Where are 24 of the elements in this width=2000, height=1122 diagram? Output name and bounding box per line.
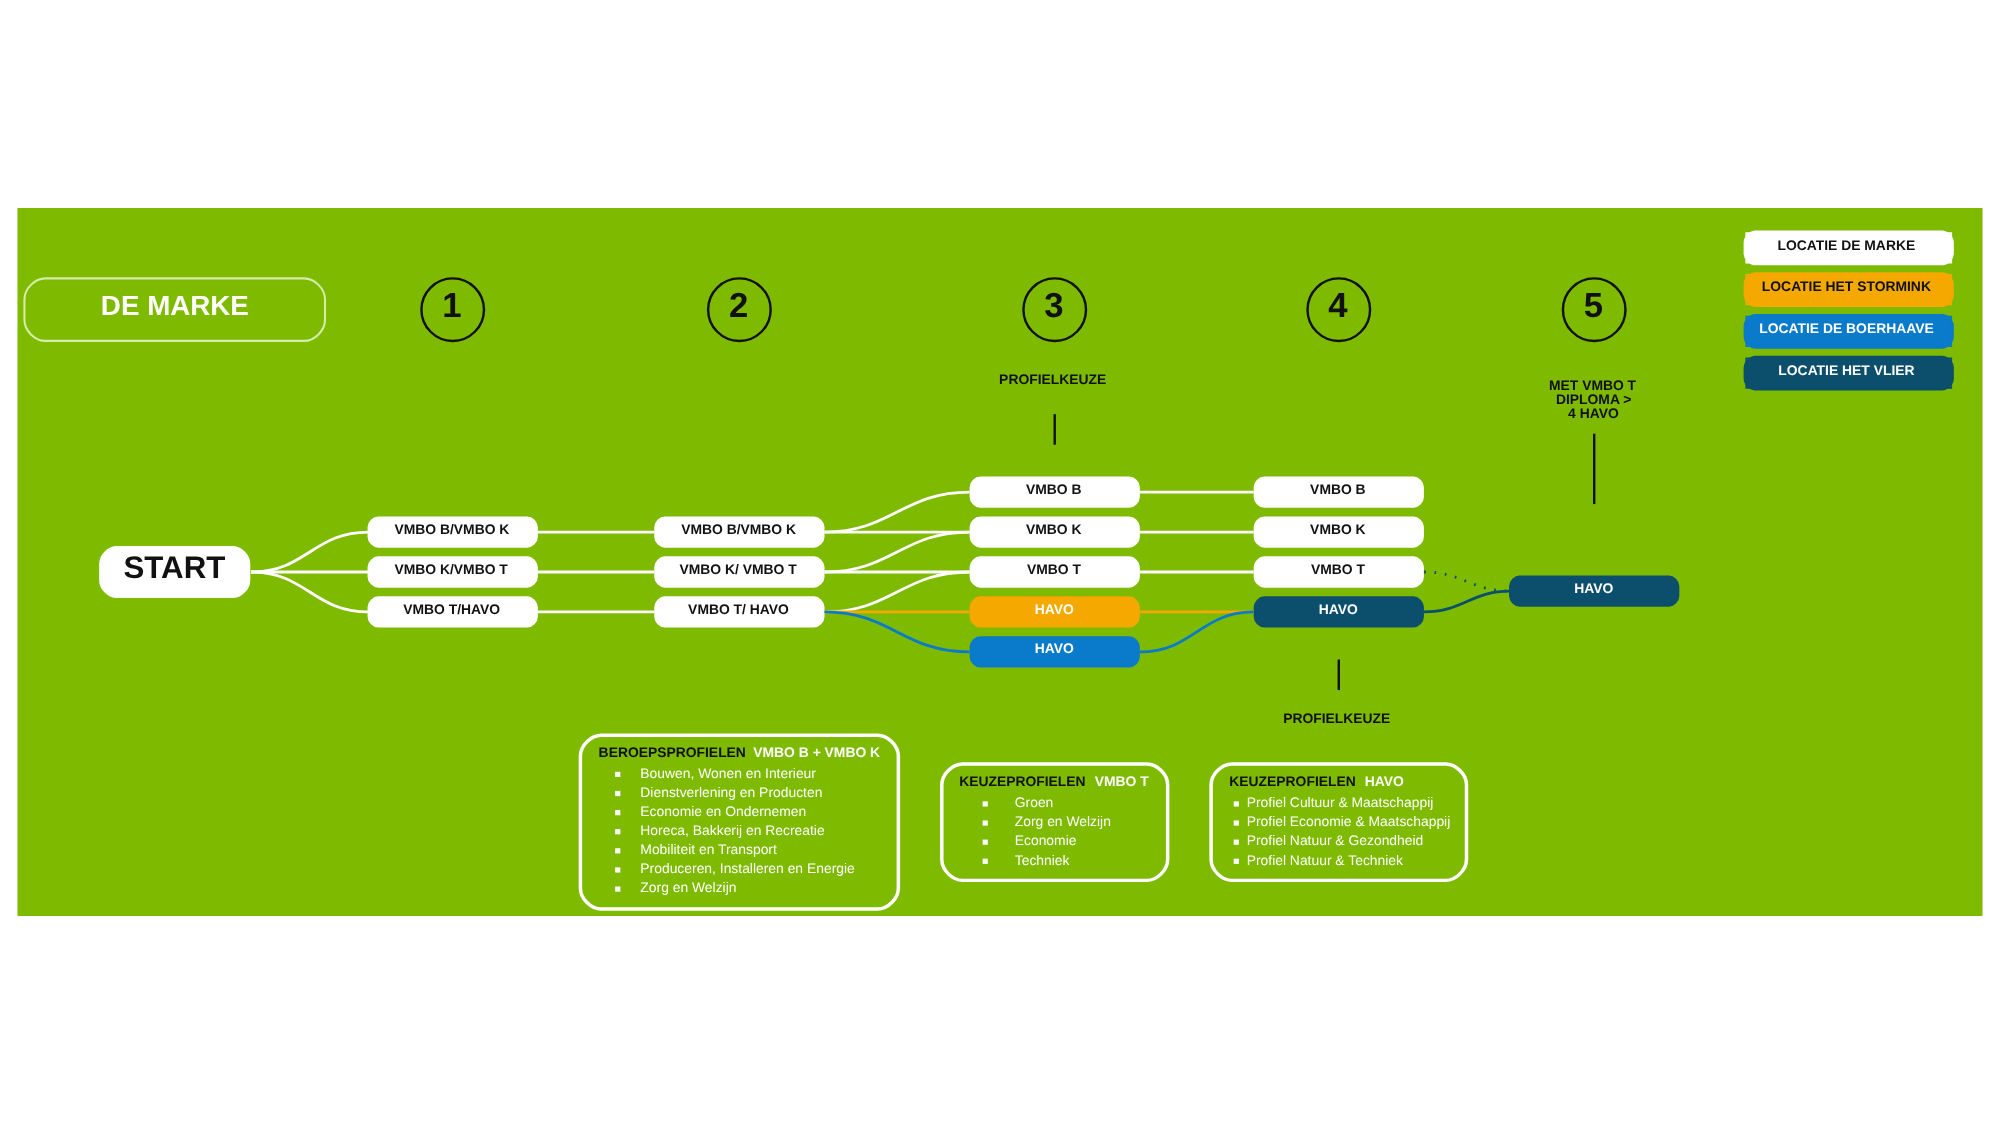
node-box: DE MARKE <box>23 276 327 341</box>
connector <box>1337 658 1340 690</box>
node-circle: 5 <box>1561 276 1627 342</box>
connector <box>251 569 369 613</box>
connector <box>1423 588 1510 613</box>
connector <box>537 529 655 533</box>
node-circle: 4 <box>1306 276 1372 342</box>
connector <box>251 529 369 573</box>
connector <box>1139 529 1254 533</box>
node-circle: 1 <box>420 276 486 342</box>
connector <box>537 609 655 613</box>
connector <box>537 569 655 573</box>
connector <box>1593 432 1596 504</box>
node-circle: 3 <box>1022 276 1088 342</box>
node-circle: 2 <box>706 276 772 342</box>
connector <box>824 609 970 653</box>
node-box: START <box>99 544 251 598</box>
connector <box>824 529 970 573</box>
connector <box>1053 413 1056 444</box>
connector <box>824 569 970 613</box>
connector <box>824 489 970 533</box>
connector <box>1139 609 1254 653</box>
connector <box>1139 569 1254 573</box>
connector <box>1139 489 1254 493</box>
